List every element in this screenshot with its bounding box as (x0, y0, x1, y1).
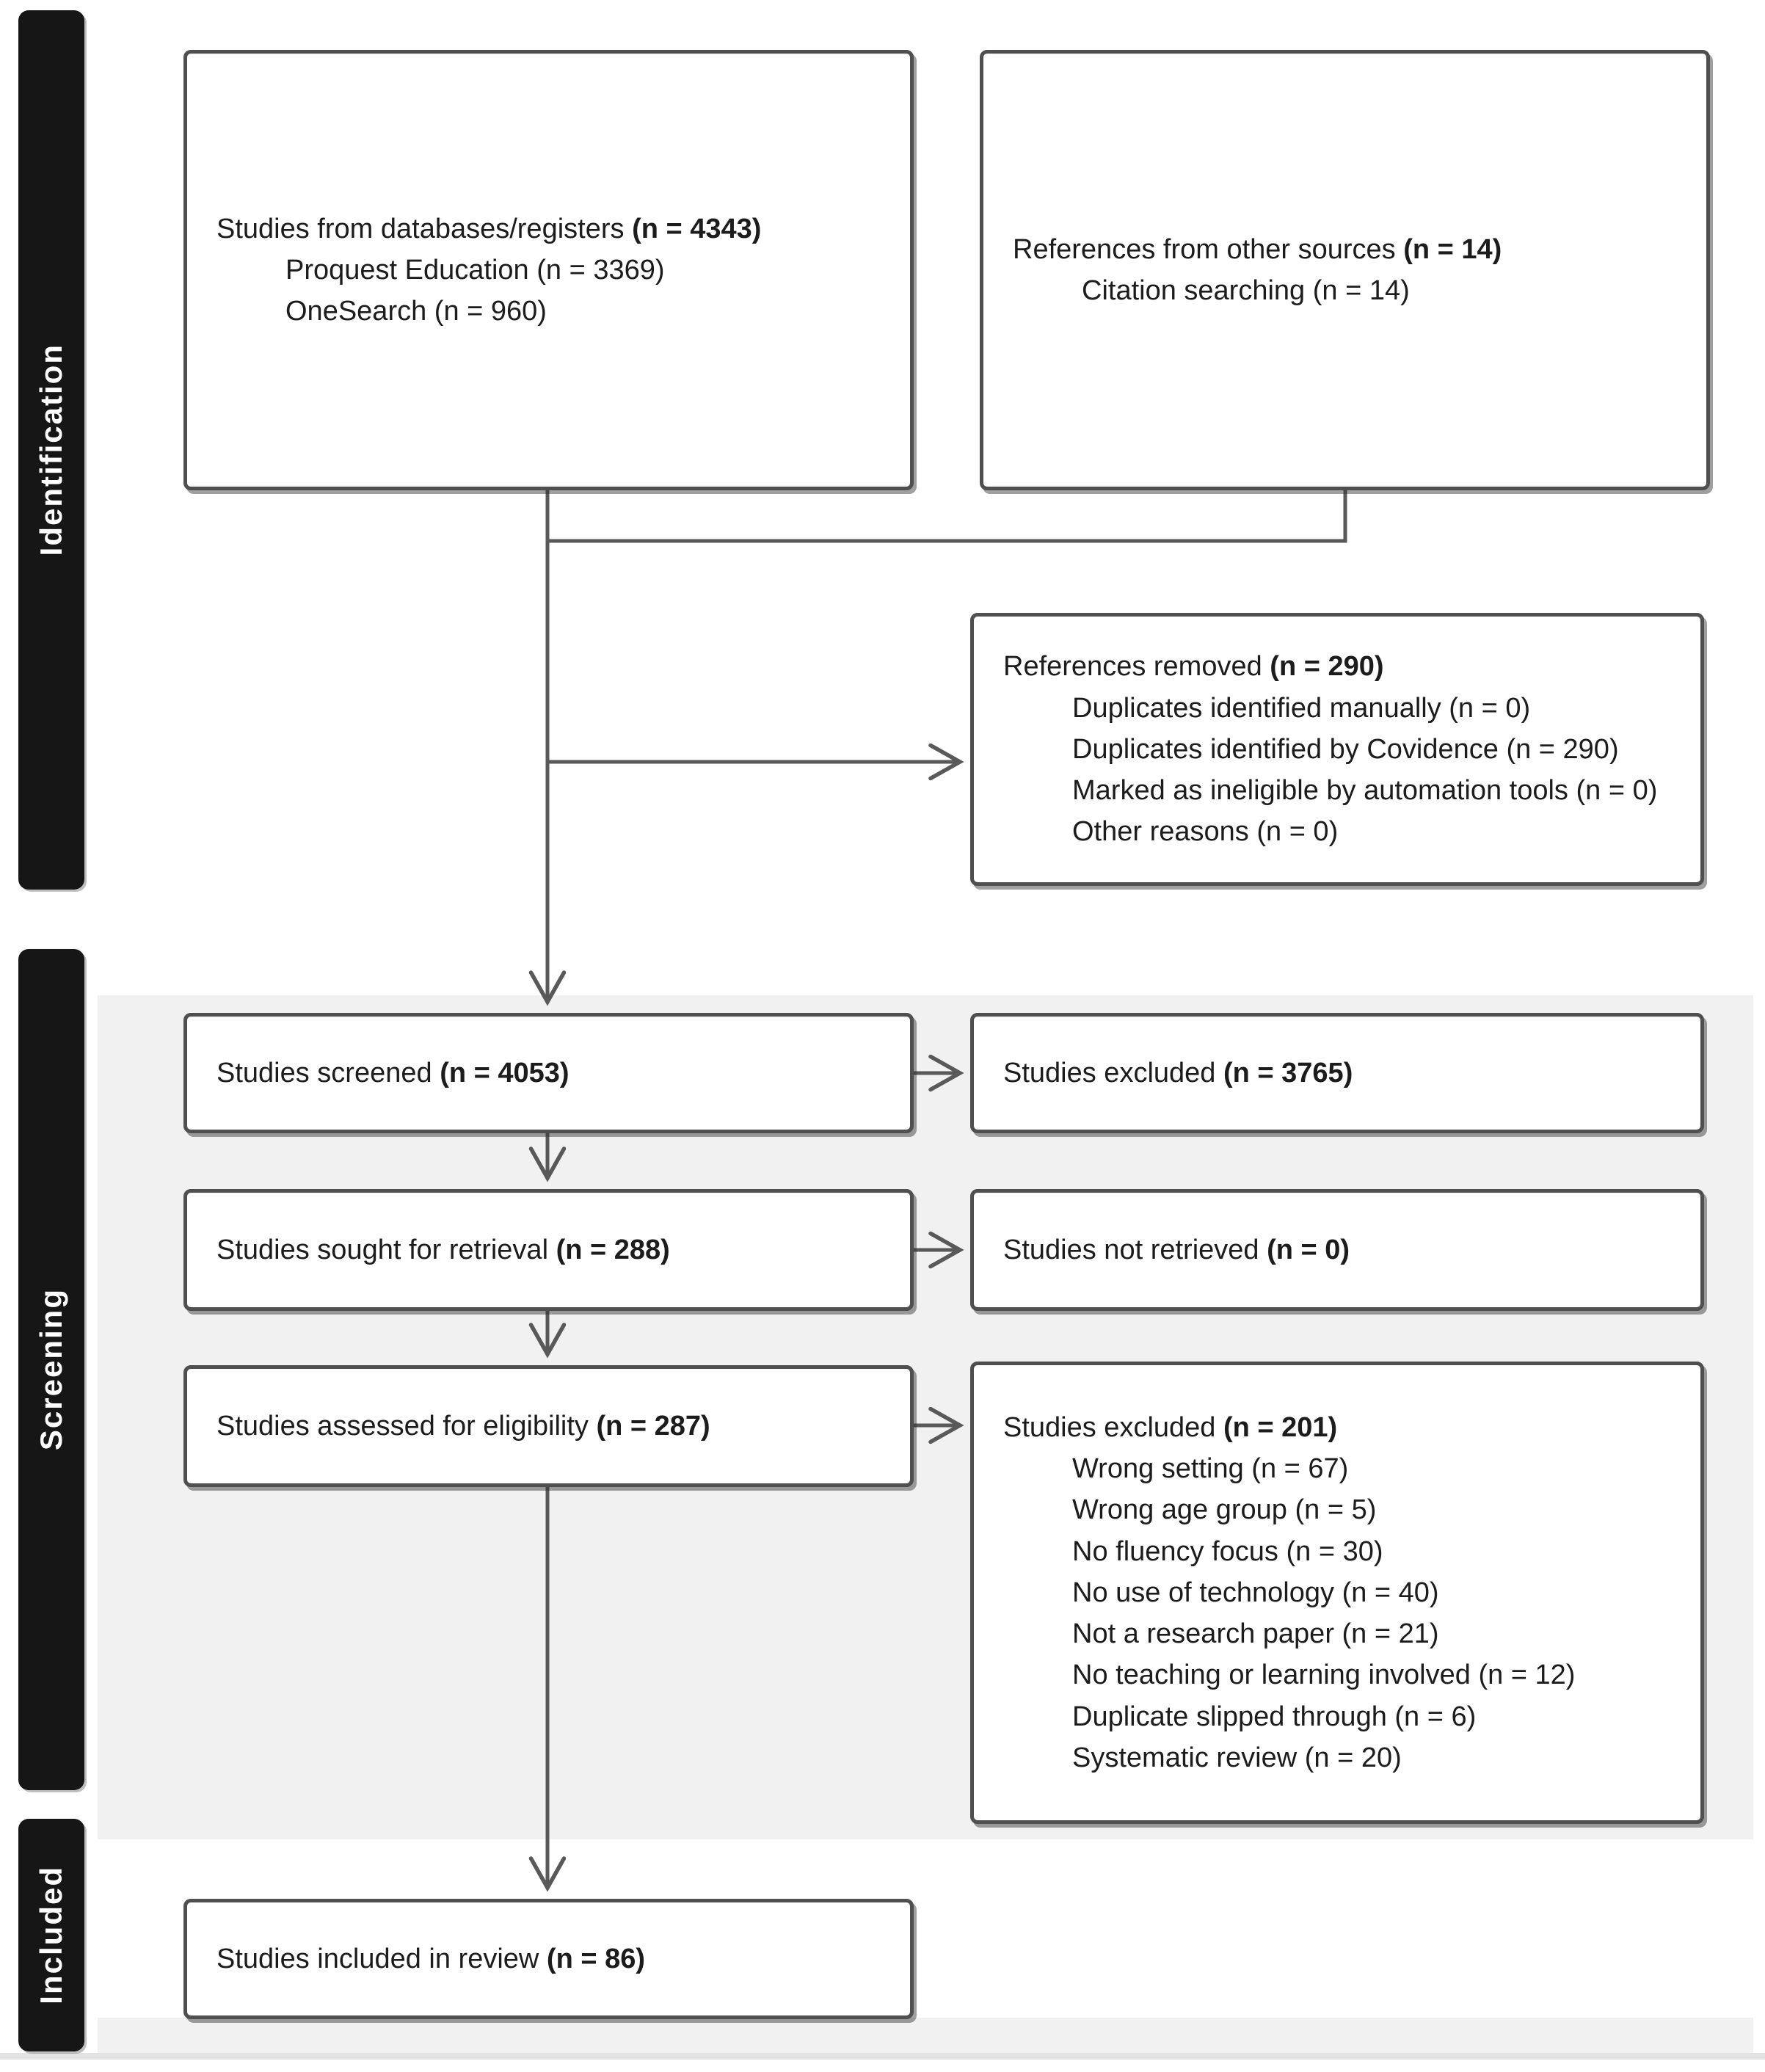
box-studies-excluded-screening: Studies excluded (n = 3765) (970, 1013, 1704, 1133)
box-label: Studies not retrieved (1003, 1234, 1259, 1265)
bottom-rule (0, 2053, 1765, 2060)
box-sub-item: Marked as ineligible by automation tools… (1072, 775, 1658, 807)
box-references-removed: References removed (n = 290) Duplicates … (970, 613, 1704, 886)
box-label: Studies excluded (1003, 1411, 1216, 1443)
box-title: Studies included in review (n = 86) (216, 1938, 889, 1980)
box-count: (n = 3765) (1223, 1057, 1353, 1088)
box-sub-item: Citation searching (n = 14) (1082, 275, 1410, 306)
box-title: Studies sought for retrieval (n = 288) (216, 1229, 889, 1271)
box-sub-item: Wrong setting (n = 67) (1072, 1453, 1349, 1485)
box-label: Studies screened (216, 1057, 432, 1088)
box-label: References removed (1003, 651, 1262, 683)
box-label: References from other sources (1013, 233, 1396, 265)
box-sub-list: Citation searching (n = 14) (1013, 270, 1686, 311)
box-sub-item: No use of technology (n = 40) (1072, 1577, 1439, 1608)
box-count: (n = 4053) (440, 1057, 569, 1088)
stage-bar-screening: Screening (18, 949, 84, 1790)
box-title: Studies excluded (n = 201) (1003, 1407, 1680, 1448)
box-other-sources: References from other sources (n = 14) C… (980, 50, 1710, 490)
included-background-strip (98, 2018, 1753, 2053)
stage-label-screening: Screening (34, 1288, 68, 1451)
box-title: Studies not retrieved (n = 0) (1003, 1229, 1680, 1271)
box-sub-item: Duplicate slipped through (n = 6) (1072, 1701, 1477, 1732)
box-title: Studies assessed for eligibility (n = 28… (216, 1406, 889, 1447)
box-sub-item: No fluency focus (n = 30) (1072, 1535, 1383, 1567)
box-count: (n = 290) (1270, 651, 1384, 683)
box-label: Studies from databases/registers (216, 213, 625, 244)
box-studies-not-retrieved: Studies not retrieved (n = 0) (970, 1189, 1704, 1311)
stage-label-identification: Identification (34, 343, 68, 556)
box-title: Studies excluded (n = 3765) (1003, 1053, 1680, 1094)
box-sub-item: Proquest Education (n = 3369) (285, 254, 665, 286)
box-sub-item: No teaching or learning involved (n = 12… (1072, 1660, 1576, 1691)
stage-bar-included: Included (18, 1819, 84, 2051)
connector-other-sources (547, 489, 1347, 543)
box-studies-included: Studies included in review (n = 86) (183, 1899, 914, 2019)
box-count: (n = 201) (1223, 1411, 1338, 1443)
box-sub-list: Duplicates identified manually (n = 0) Du… (1003, 688, 1680, 853)
box-count: (n = 287) (596, 1410, 710, 1442)
box-sub-item: Duplicates identified by Covidence (n = … (1072, 733, 1619, 765)
box-label: Studies sought for retrieval (216, 1234, 549, 1265)
box-label: Studies excluded (1003, 1057, 1216, 1088)
box-title: References removed (n = 290) (1003, 646, 1680, 687)
box-sub-list: Wrong setting (n = 67) Wrong age group (n… (1003, 1448, 1680, 1778)
box-studies-sought: Studies sought for retrieval (n = 288) (183, 1189, 914, 1311)
box-label: Studies included in review (216, 1943, 539, 1974)
stage-bar-identification: Identification (18, 10, 84, 890)
stage-label-included: Included (34, 1866, 68, 2004)
box-label: Studies assessed for eligibility (216, 1410, 589, 1442)
box-sub-item: Not a research paper (n = 21) (1072, 1618, 1439, 1650)
box-count: (n = 0) (1267, 1234, 1350, 1265)
box-sub-list: Proquest Education (n = 3369) OneSearch (… (216, 250, 889, 332)
box-sub-item: Wrong age group (n = 5) (1072, 1494, 1377, 1526)
box-studies-assessed: Studies assessed for eligibility (n = 28… (183, 1365, 914, 1487)
box-sub-item: OneSearch (n = 960) (285, 296, 547, 327)
box-title: Studies screened (n = 4053) (216, 1053, 889, 1094)
box-sub-item: Duplicates identified manually (n = 0) (1072, 692, 1531, 724)
box-databases: Studies from databases/registers (n = 43… (183, 50, 914, 490)
box-count: (n = 14) (1403, 233, 1502, 265)
box-count: (n = 288) (556, 1234, 670, 1265)
box-studies-screened: Studies screened (n = 4053) (183, 1013, 914, 1133)
box-studies-excluded-eligibility: Studies excluded (n = 201) Wrong setting… (970, 1362, 1704, 1824)
box-count: (n = 86) (546, 1943, 646, 1974)
box-sub-item: Systematic review (n = 20) (1072, 1742, 1402, 1773)
box-count: (n = 4343) (632, 213, 762, 244)
box-title: References from other sources (n = 14) (1013, 229, 1686, 270)
box-sub-item: Other reasons (n = 0) (1072, 816, 1339, 848)
box-title: Studies from databases/registers (n = 43… (216, 208, 889, 250)
